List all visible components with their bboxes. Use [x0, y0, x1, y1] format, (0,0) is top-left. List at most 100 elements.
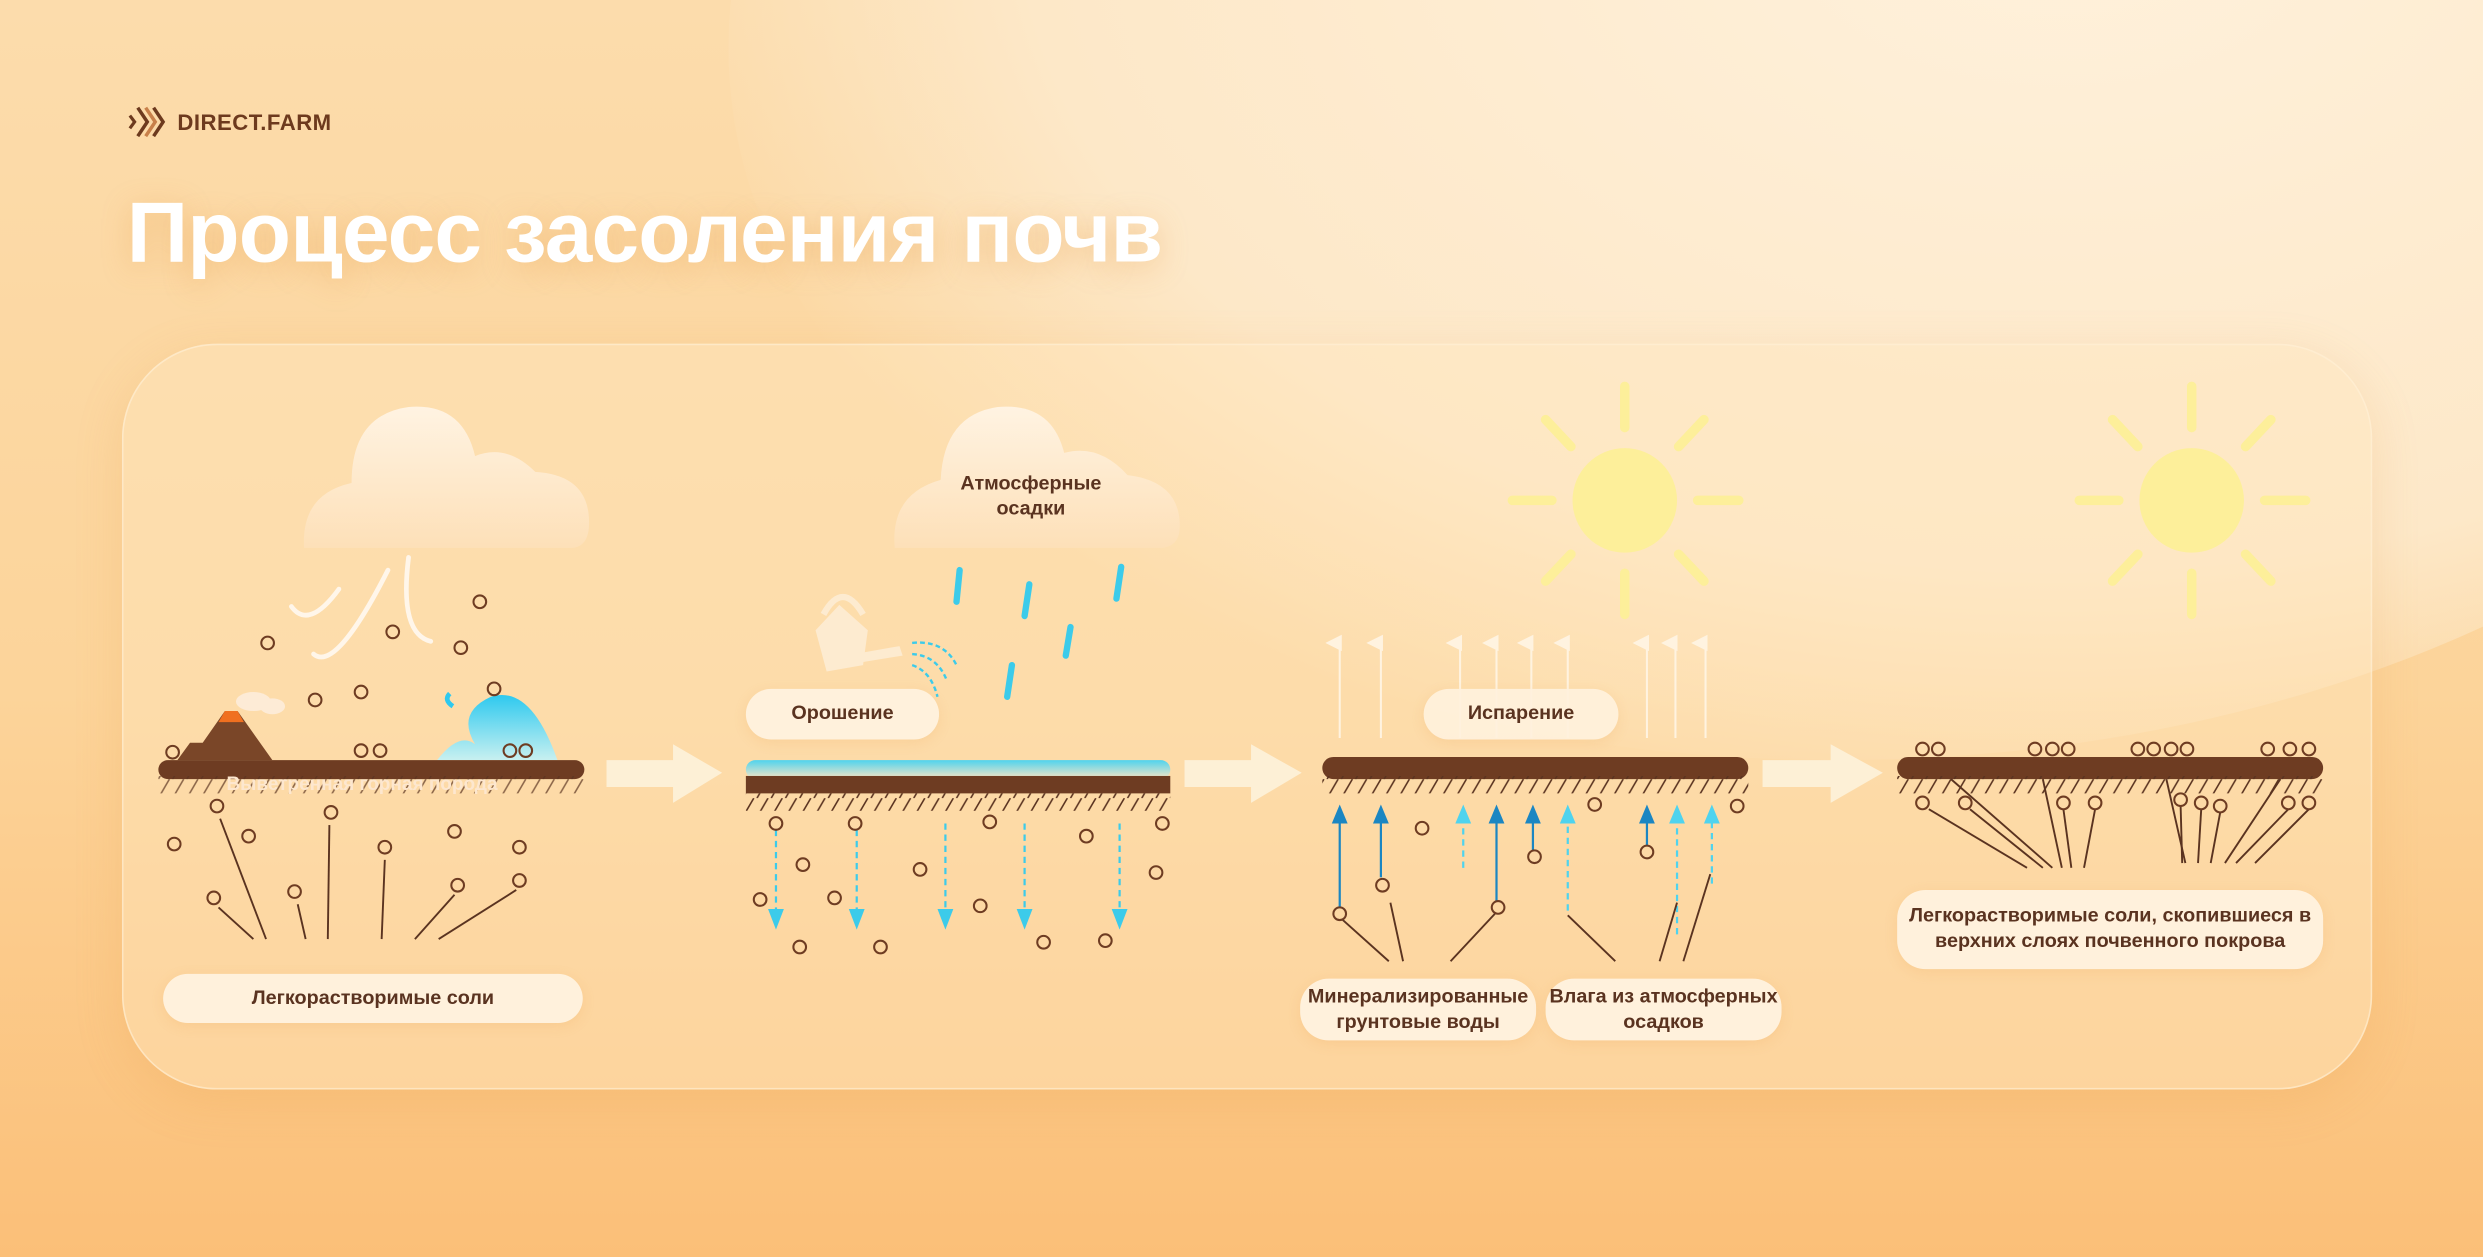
salt-particle — [1587, 797, 1603, 812]
salt-particle — [982, 814, 998, 830]
salt-particle — [1375, 877, 1390, 893]
leader-line — [1950, 778, 2053, 869]
leader-line — [1928, 808, 2028, 869]
leader-line — [1389, 902, 1404, 962]
wave-icon — [437, 691, 558, 761]
salt-particle — [1078, 828, 1094, 844]
rise-arrowhead — [1455, 804, 1472, 824]
wind-icon — [289, 555, 434, 660]
leader-line — [219, 818, 267, 940]
salt-particle — [287, 884, 302, 899]
salt-particle — [972, 898, 988, 914]
rise-arrowhead — [1372, 804, 1389, 824]
salt-particle — [795, 857, 811, 873]
salt-particle — [2301, 741, 2317, 757]
salt-particle — [1097, 933, 1113, 949]
leader-line — [2062, 809, 2073, 868]
label-soluble-salts: Легкорастворимые соли — [163, 973, 583, 1024]
salt-particle — [2044, 741, 2060, 757]
salt-particle — [2282, 741, 2298, 757]
volcano-icon — [177, 692, 286, 761]
watering-can-icon — [815, 594, 958, 698]
salt-particle — [353, 743, 369, 758]
leader-lines — [217, 778, 2310, 962]
salt-particle — [323, 805, 339, 820]
salt-particle — [260, 635, 275, 651]
leader-line — [414, 894, 456, 940]
label-irrigation: Орошение — [745, 688, 940, 740]
salt-particle — [752, 892, 768, 907]
salt-particle — [353, 684, 369, 700]
leader-line — [2254, 808, 2310, 864]
leaching-arrowhead — [1111, 908, 1128, 930]
label-atmospheric-moisture: Влага из атмосферных осадков — [1545, 978, 1782, 1041]
salt-particle — [2163, 741, 2179, 757]
salt-particle — [2060, 741, 2076, 757]
salt-particle — [1957, 795, 1973, 811]
salt-particle — [165, 744, 180, 760]
salt-particle — [1930, 741, 1946, 757]
salt-particle — [1729, 798, 1745, 814]
salt-particle — [1414, 820, 1430, 836]
leader-line — [2083, 809, 2097, 868]
leader-line — [2209, 812, 2222, 864]
leaching-arrowhead — [937, 908, 954, 930]
leaching-arrowhead — [848, 908, 865, 930]
salt-particle — [2280, 795, 2296, 811]
salt-particle — [502, 743, 518, 758]
salt-particle — [1915, 741, 1930, 757]
salt-particle — [2146, 741, 2162, 757]
leader-line — [1682, 873, 1712, 962]
salt-particle — [2173, 792, 2188, 808]
salt-particle — [486, 681, 502, 697]
leader-line — [1969, 808, 2044, 869]
salt-particle — [768, 816, 784, 831]
salt-particle — [912, 862, 928, 877]
leader-line — [2179, 806, 2184, 864]
salt-particle — [1148, 865, 1164, 880]
leader-line — [1567, 914, 1616, 962]
salt-particle — [512, 873, 527, 888]
ground-bar — [158, 760, 585, 780]
leaching-arrowhead — [768, 908, 784, 930]
brand-name: DIRECT.FARM — [177, 109, 332, 135]
cloud-label-precipitation: Атмосферные осадки — [960, 471, 1102, 520]
sun-icon — [1507, 381, 1744, 620]
cloud-icon — [303, 406, 590, 548]
leader-line — [2041, 778, 2063, 869]
rise-arrowhead — [1703, 804, 1720, 824]
salt-particle — [1036, 934, 1051, 950]
ground-bar — [1322, 756, 1749, 780]
leader-line — [2197, 809, 2203, 864]
salt-particle — [206, 890, 222, 906]
leader-line — [1658, 902, 1678, 962]
leader-line — [380, 859, 386, 940]
salt-particle — [827, 890, 842, 906]
rise-arrowhead — [1525, 804, 1541, 824]
salt-particle — [2212, 798, 2228, 814]
label-evaporation: Испарение — [1423, 688, 1619, 740]
salt-particle — [792, 939, 808, 955]
capillary-rise-arrows — [768, 804, 1720, 935]
salt-particle — [1639, 844, 1655, 860]
salt-particle — [472, 594, 488, 610]
salt-particle — [453, 640, 469, 656]
leader-line — [438, 889, 517, 940]
salt-particle — [847, 816, 863, 831]
rise-arrowhead — [1639, 804, 1655, 824]
brand-logo: DIRECT.FARM — [127, 101, 332, 142]
salt-particle — [166, 836, 182, 852]
leader-line — [1342, 919, 1390, 962]
cloud-icon — [894, 406, 1180, 548]
salt-particle — [385, 624, 401, 640]
salt-particle — [2301, 795, 2317, 811]
salt-particle — [377, 839, 393, 855]
salt-particle — [2087, 795, 2103, 811]
rain-icon — [953, 563, 1125, 700]
leader-line — [2235, 808, 2289, 864]
salt-particle — [450, 877, 466, 893]
salt-particle — [241, 828, 256, 844]
label-accumulated-salts: Легкорастворимые соли, скопившиеся в вер… — [1897, 889, 2324, 970]
salt-particle — [1915, 795, 1930, 811]
